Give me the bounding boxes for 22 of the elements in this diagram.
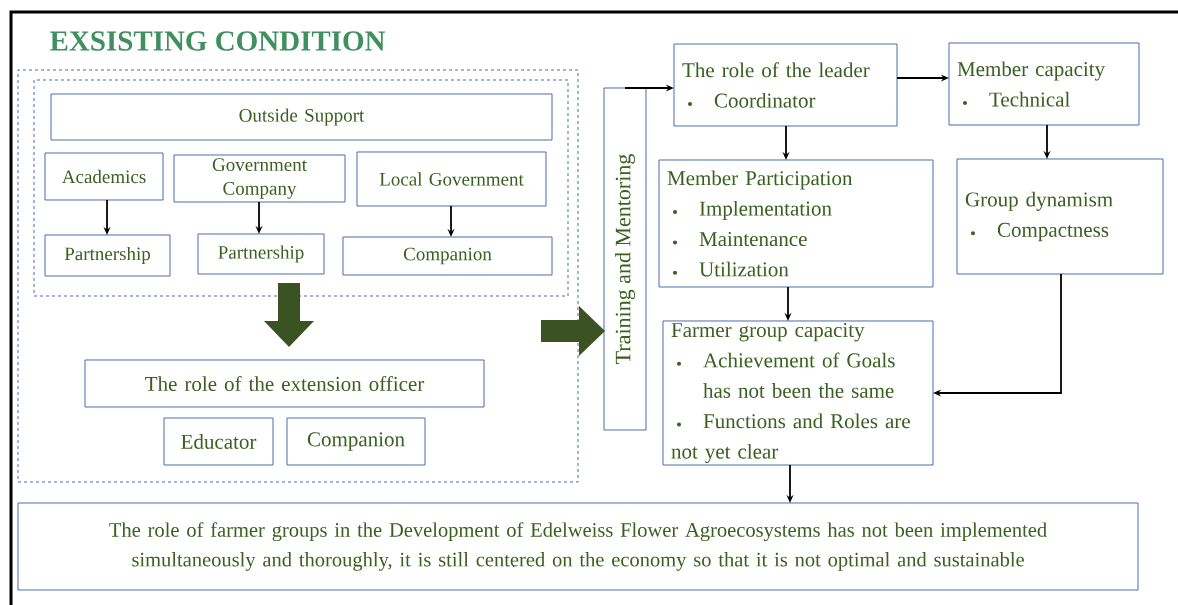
process-box: Farmer group capacity Achievement of Goals has not been the same Functions and Roles are not yet clear — [662, 320, 934, 466]
process-box: Group dynamism Compactness — [956, 158, 1164, 275]
block-arrow — [541, 306, 605, 356]
process-box: Partnership — [44, 234, 171, 277]
process-box: Companion — [342, 236, 553, 276]
dashed-group-box — [17, 69, 579, 483]
process-box: Academics — [44, 152, 164, 201]
process-box: Member Participation Implementation Maintenance Utilization — [658, 159, 934, 288]
process-box: Partnership — [197, 233, 325, 275]
process-box: Member capacity Technical — [948, 42, 1140, 126]
process-box: Government Company — [173, 154, 346, 203]
process-box: Educator — [163, 417, 274, 466]
process-box: Companion — [286, 417, 426, 466]
process-box: Local Government — [356, 151, 547, 207]
process-box: The role of the leader Coordinator — [673, 43, 898, 127]
process-box: The role of the extension officer — [84, 359, 485, 408]
block-arrow — [264, 283, 314, 347]
vertical-box: Training and Mentoring — [603, 87, 647, 431]
conclusion-box: The role of farmer groups in the Development of Edelweiss Flower Agroecosystems has not been implemented simultaneously and thoroughly, it is still centered on the economy so that it is not optimal and sustainable — [17, 502, 1139, 591]
title: EXSISTING CONDITION — [50, 31, 386, 51]
process-box: Outside Support — [50, 93, 553, 141]
dashed-group-box — [33, 79, 569, 297]
